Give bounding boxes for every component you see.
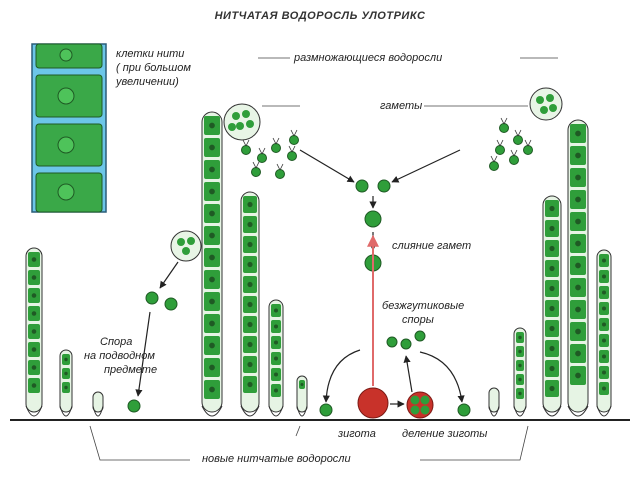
swimming-gametes: [241, 117, 533, 179]
gamete: [271, 137, 281, 153]
filament: [92, 391, 104, 417]
filaments: [25, 111, 612, 417]
label-zygote-division: деление зиготы: [402, 428, 488, 440]
zygote: [357, 387, 389, 419]
filament: [513, 327, 527, 417]
label-new-filaments: новые нитчатые водоросли: [200, 453, 353, 466]
gamete: [489, 155, 499, 171]
filament: [488, 387, 500, 417]
label-spore-line3: предмете: [104, 364, 158, 376]
label-zygote: зигота: [338, 428, 376, 440]
label-reproducing-algae: размножающиеся водоросли: [292, 52, 445, 65]
filament: [596, 249, 612, 417]
gamete: [287, 145, 297, 161]
label-cells-line2: ( при большом: [116, 62, 191, 74]
filament: [542, 195, 562, 417]
gamete: [241, 139, 251, 155]
leader-lines: [89, 57, 558, 461]
label-cells-line3: увеличении): [116, 76, 179, 88]
fusing-gametes: [145, 179, 391, 311]
label-gametes: гаметы: [378, 100, 425, 113]
label-spore-line2: на подводном: [84, 350, 155, 362]
magnified-cells: [31, 43, 107, 213]
label-flagless-line2: споры: [402, 314, 434, 326]
diagram-title: НИТЧАТАЯ ВОДОРОСЛЬ УЛОТРИКС: [214, 10, 426, 22]
gametangia: [170, 87, 563, 262]
gamete: [275, 163, 285, 179]
gamete: [257, 147, 267, 163]
label-flagless-line1: безжгутиковые: [382, 300, 465, 312]
gamete: [499, 117, 509, 133]
gamete: [251, 161, 261, 177]
gamete: [495, 139, 505, 155]
gamete: [289, 129, 299, 145]
filament: [268, 299, 284, 417]
gamete: [513, 129, 523, 145]
label-spore-line1: Спора: [100, 336, 133, 348]
filament: [59, 349, 73, 417]
zygote-group: [127, 330, 471, 419]
gamete: [509, 149, 519, 165]
gamete: [523, 139, 533, 155]
filament: [201, 111, 223, 417]
filament: [296, 375, 308, 417]
filament: [567, 119, 589, 417]
arrows: [135, 149, 465, 408]
filament: [25, 247, 43, 417]
label-gamete-fusion: слияние гамет: [392, 240, 472, 252]
filament: [240, 191, 260, 417]
label-cells-line1: клетки нити: [116, 48, 185, 60]
